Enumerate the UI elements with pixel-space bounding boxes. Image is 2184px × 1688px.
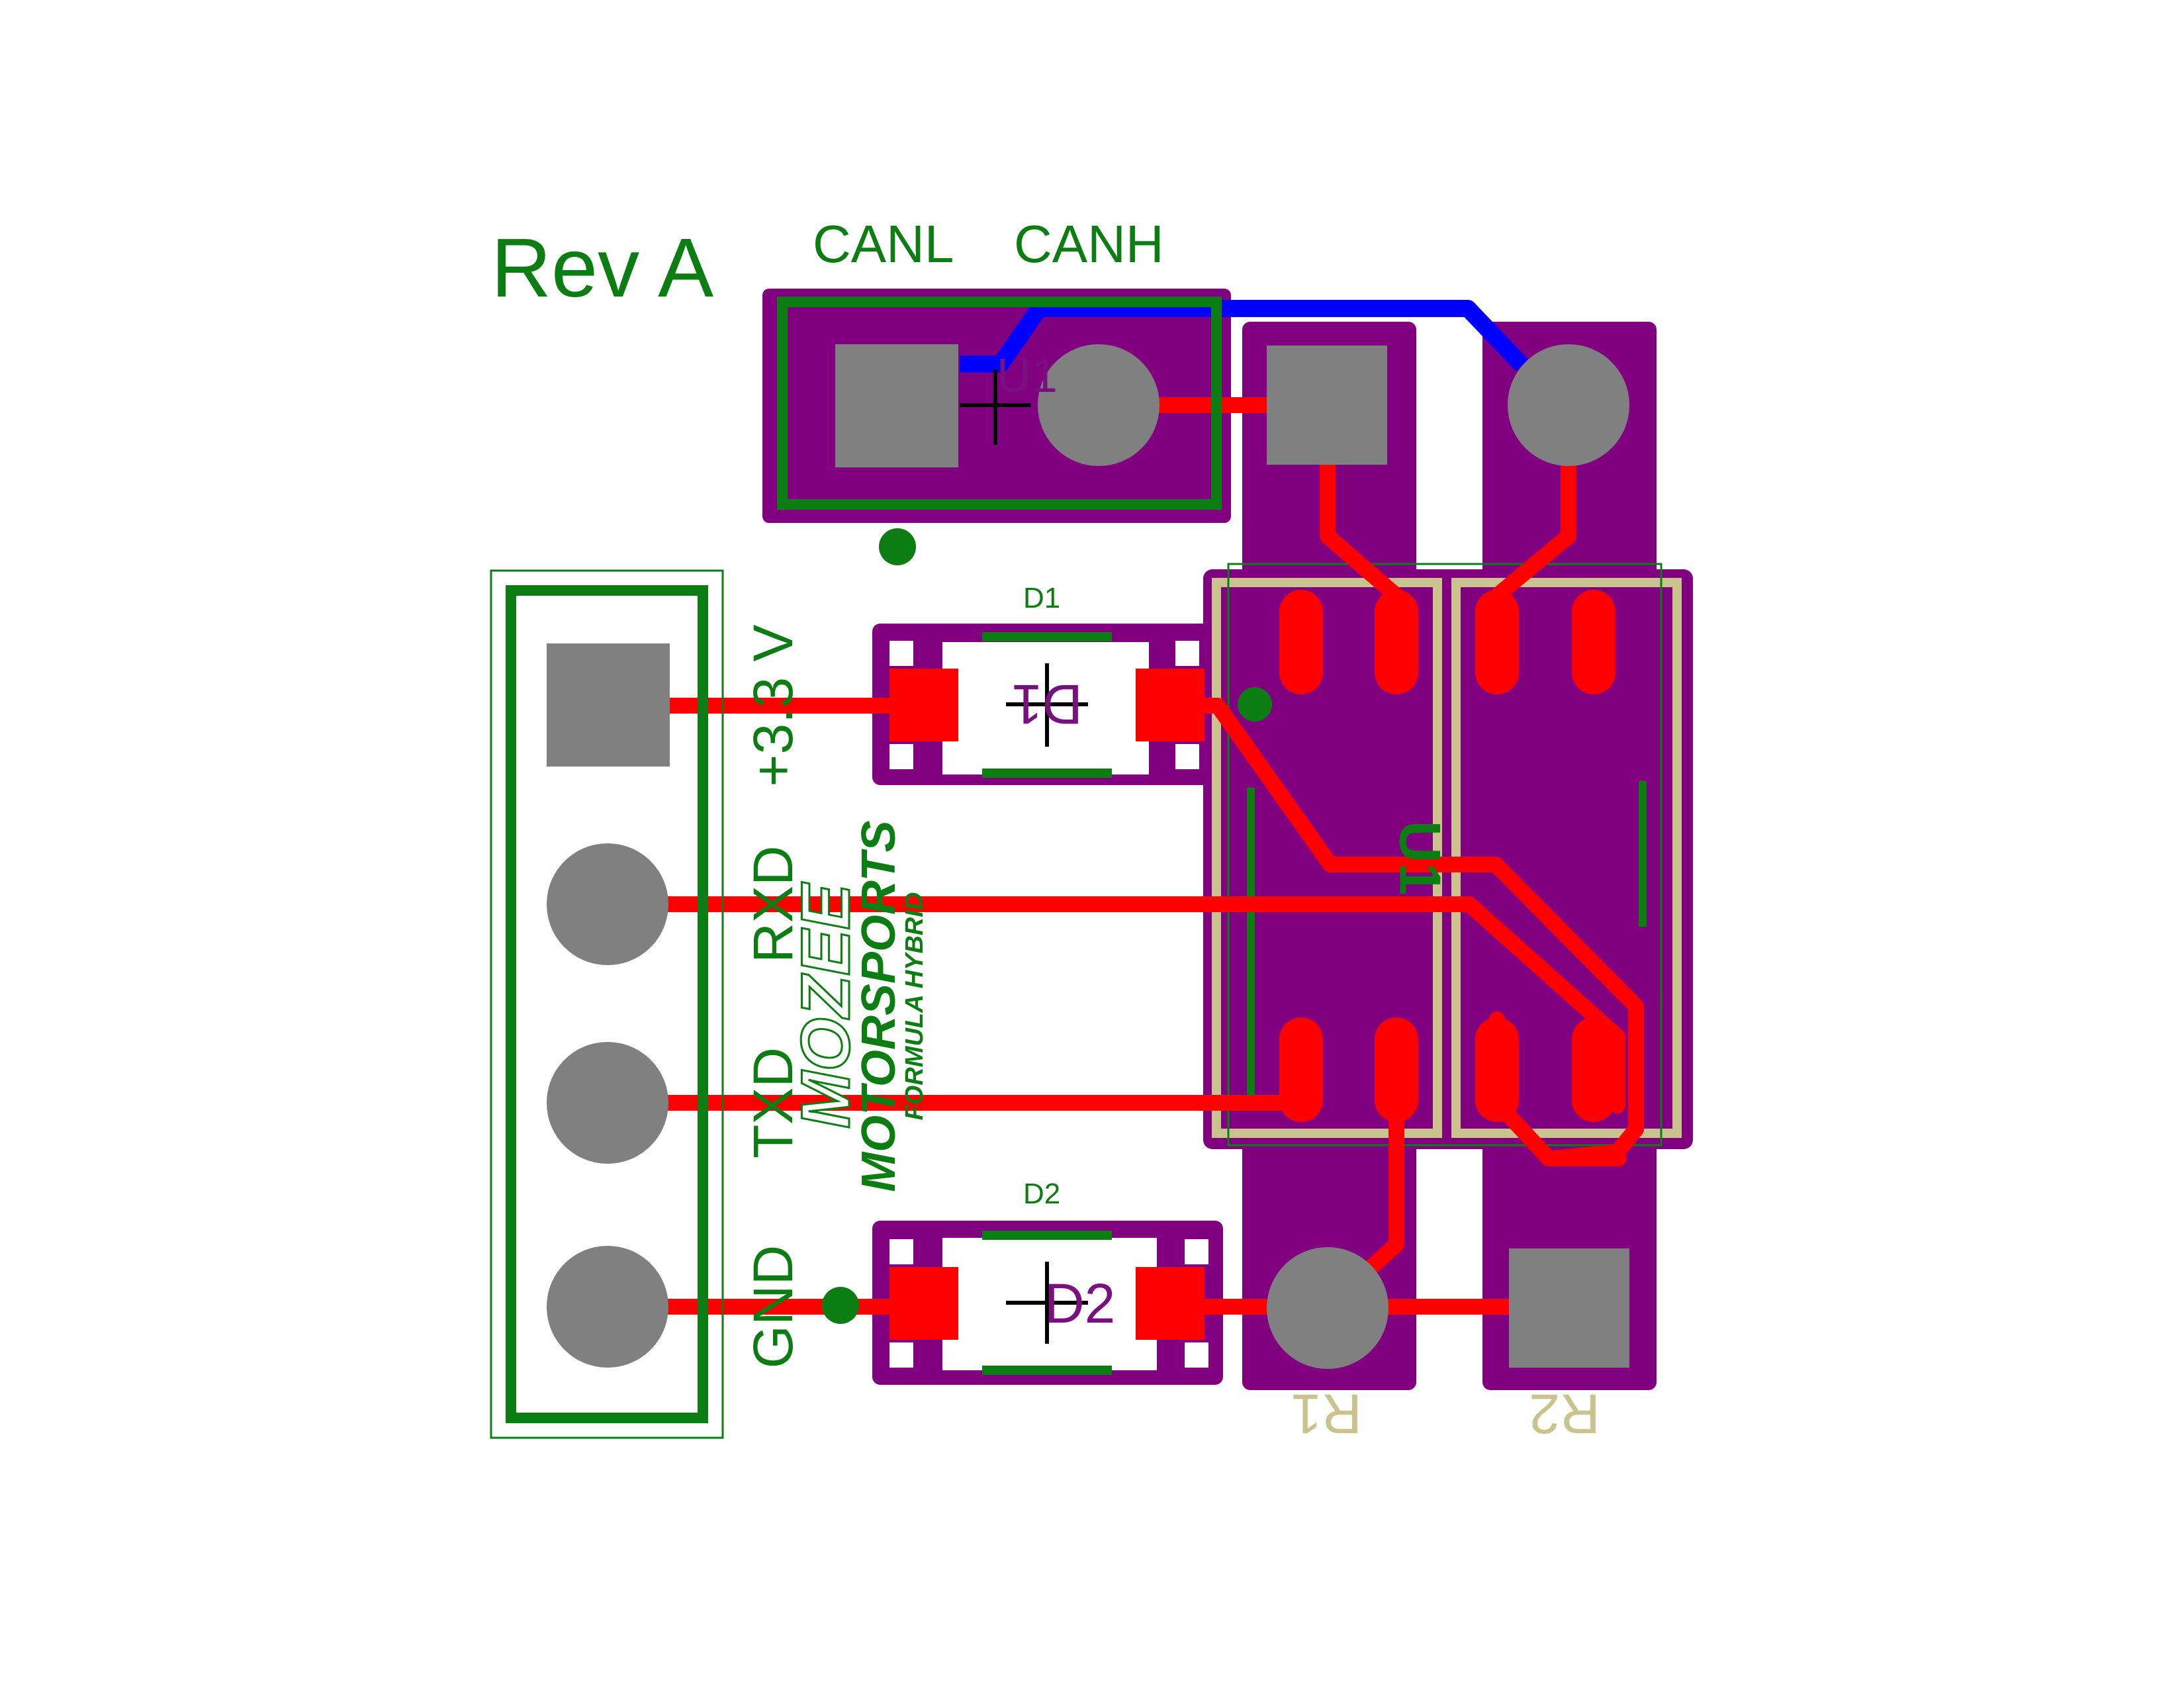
origin-markers — [960, 369, 1088, 1344]
d1-pad-anode — [889, 669, 958, 741]
can-pin1-dot — [879, 528, 916, 565]
d1-pad-cathode — [1136, 669, 1205, 741]
pin-label-txd: TXD — [742, 1047, 804, 1158]
d1-doc-label: D1 — [1011, 673, 1082, 735]
u1-pin1-dot — [1238, 687, 1272, 722]
d2-pad-anode — [889, 1267, 958, 1340]
d1-corner-tr — [1175, 641, 1199, 666]
r2-pad-1 — [1508, 344, 1629, 466]
r1-pad-2 — [1267, 1247, 1388, 1369]
main-connector-inner — [506, 585, 708, 1423]
logo-line2: MOTORSPORTS — [852, 820, 905, 1192]
d2-corner-tl — [889, 1239, 913, 1264]
r2-pad-2 — [1509, 1248, 1629, 1368]
d2-corner-br — [1185, 1342, 1208, 1368]
canh-label: CANH — [1014, 214, 1164, 273]
logo-line1: MOZEE — [788, 882, 864, 1128]
main-pad-1 — [547, 643, 670, 767]
u1-pads — [1279, 590, 1615, 1122]
r2-ref-label: R2 — [1529, 1383, 1600, 1445]
logo-line3: FORMULA HYBRID — [901, 892, 929, 1121]
main-connector-outer — [490, 569, 724, 1439]
r1-pad-1 — [1267, 346, 1387, 465]
d2-corner-bl — [889, 1342, 913, 1368]
canl-label: CANL — [813, 214, 954, 273]
main-pad-4 — [547, 1246, 668, 1368]
can-pad-1 — [835, 344, 958, 467]
d1-corner-br — [1175, 744, 1199, 769]
trace-rxd — [659, 896, 1625, 1113]
d2-pad-cathode — [1136, 1267, 1205, 1340]
main-pad-2 — [547, 843, 668, 965]
d1-silk-label: D1 — [1023, 582, 1060, 614]
pin1-dots — [822, 528, 1272, 1324]
pin-label-gnd: GND — [742, 1245, 804, 1369]
can-connector-outline — [777, 297, 1222, 510]
r1-ref-label: R1 — [1291, 1383, 1361, 1445]
d2-corner-tr — [1185, 1239, 1208, 1264]
revision-label: Rev A — [491, 221, 713, 314]
diode-silk — [982, 632, 1112, 1375]
diode-pads — [889, 669, 1205, 1340]
pin-label-rxd: RXD — [742, 845, 804, 962]
d1-corner-tl — [889, 641, 913, 666]
trace-d1-to-u1 — [1161, 698, 1644, 1166]
u1-silk-outline — [1227, 563, 1662, 1147]
th-pads — [547, 344, 1629, 1369]
can-pad-2 — [1038, 344, 1160, 466]
u1-silk-label: U1 — [1388, 821, 1453, 896]
pin-label-33v: +3.3 V — [742, 624, 804, 786]
main-pad-3 — [547, 1042, 668, 1164]
d1-corner-bl — [889, 744, 913, 769]
gnd-dot — [822, 1287, 859, 1324]
d2-silk-label: D2 — [1023, 1178, 1060, 1210]
d2-doc-label: D2 — [1044, 1272, 1115, 1335]
team-logo: MOZEE MOTORSPORTS FORMULA HYBRID — [787, 820, 929, 1192]
trace-canl-bottom — [960, 300, 1529, 373]
can-doc-label: U1 — [997, 350, 1058, 402]
